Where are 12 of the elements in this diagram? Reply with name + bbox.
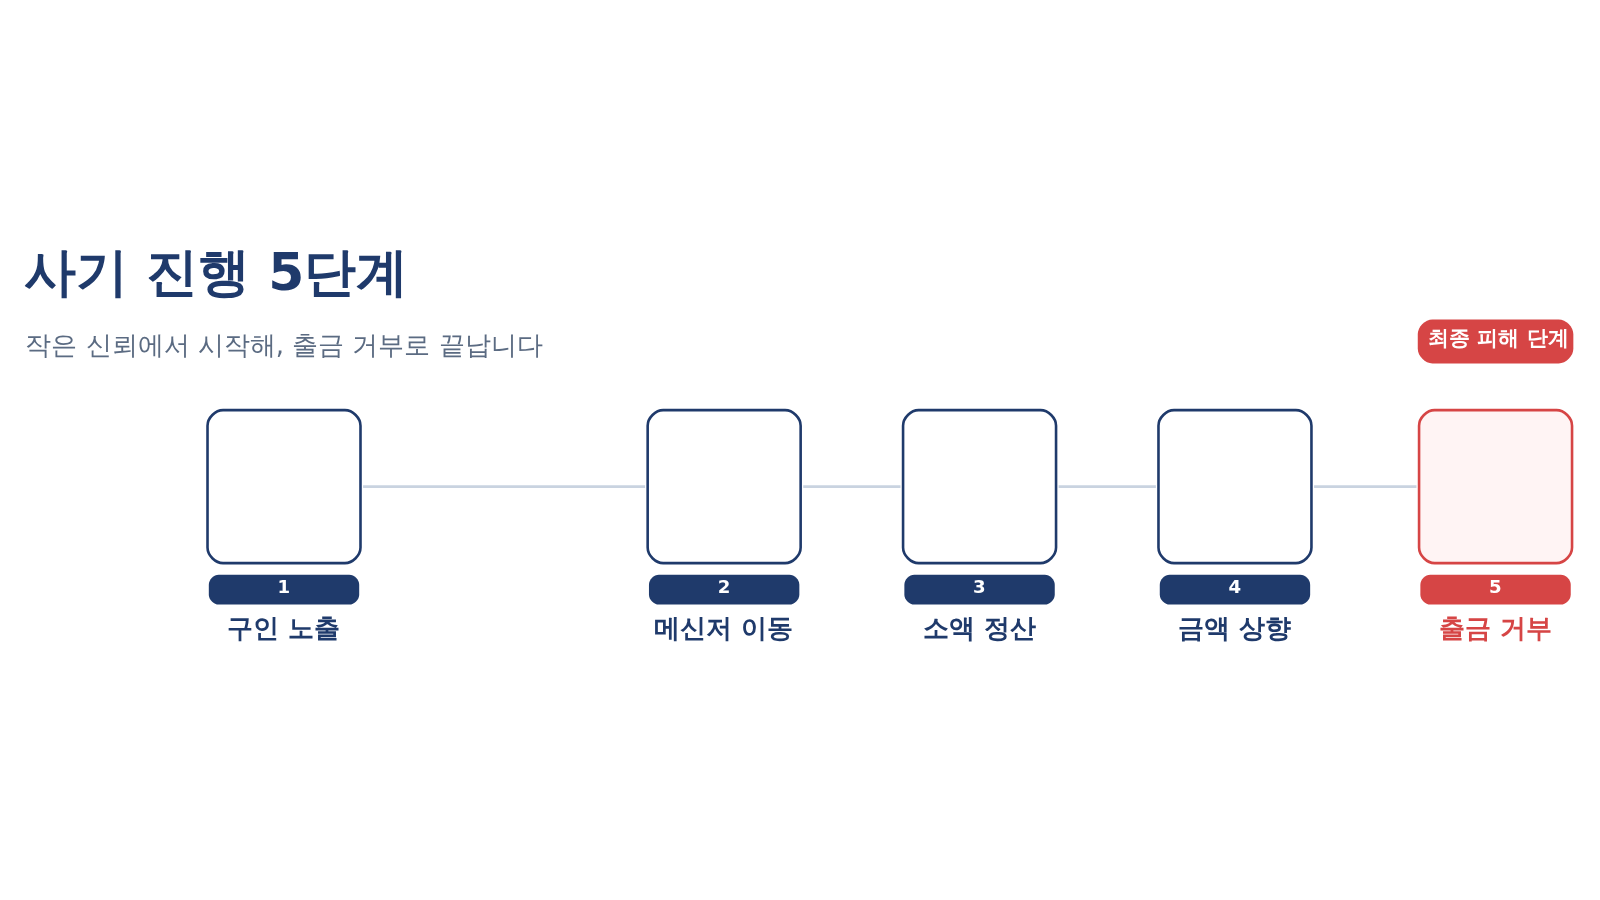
node-label: 소액 정산: [922, 613, 1036, 644]
connector: [803, 485, 901, 488]
connector: [1058, 485, 1156, 488]
diagram-title: 사기 진행 5단계: [24, 241, 409, 302]
node-label: 메신저 이동: [654, 613, 794, 644]
node-label: 금액 상향: [1177, 613, 1291, 644]
label: 최종 피해 단계: [1428, 326, 1569, 351]
node-label: 출금 거부: [1438, 613, 1552, 644]
node-label: 구인 노출: [226, 613, 340, 644]
connector: [1314, 485, 1417, 488]
label: 작은 신뢰에서 시작해, 출금 거부로 끝납니다: [25, 330, 543, 361]
connector: [363, 485, 646, 488]
